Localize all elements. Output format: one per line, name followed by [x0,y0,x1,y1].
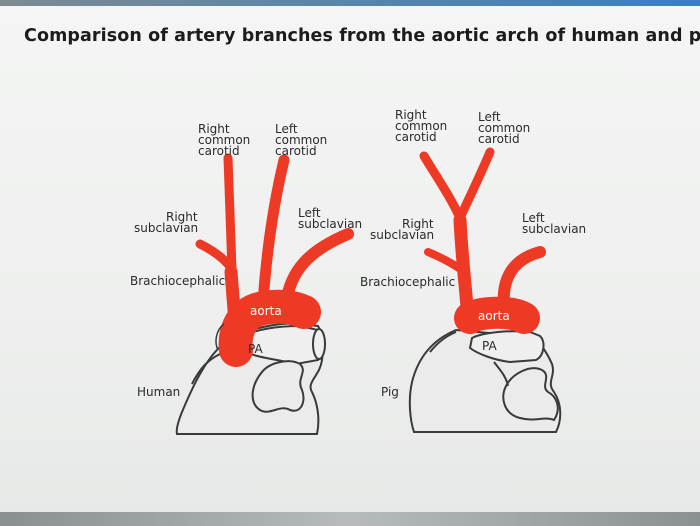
label-human-brachiocephalic: Brachiocephalic [130,274,225,288]
human-brachiocephalic [224,265,243,342]
pig-right-subclavian [424,248,466,274]
svg-text:carotid: carotid [198,144,240,158]
human-right-subclavian [195,239,236,273]
pig-right-common-carotid [419,151,465,223]
label-human-left-subclavian: Left subclavian [298,206,362,231]
human-right-common-carotid [223,153,237,275]
top-bar [0,0,700,8]
pig-brachiocephalic [453,213,475,327]
label-pig-species: Pig [381,385,399,399]
svg-text:Right: Right [198,122,230,136]
pig-left-subclavian [497,246,546,312]
pig-diagram: Right common carotid Left common carotid… [360,108,586,433]
svg-text:common: common [198,133,250,147]
svg-text:common: common [478,121,530,135]
svg-text:subclavian: subclavian [298,217,362,231]
label-pig-left-subclavian: Left subclavian [522,211,586,236]
svg-text:subclavian: subclavian [370,228,434,242]
svg-text:subclavian: subclavian [134,221,198,235]
svg-text:common: common [275,133,327,147]
svg-text:carotid: carotid [275,144,317,158]
svg-text:carotid: carotid [478,132,520,146]
svg-text:Right: Right [395,108,427,122]
label-human-right-subclavian: Right subclavian [134,210,198,235]
svg-text:Left: Left [522,211,545,225]
human-arteries [195,153,354,367]
svg-text:Right: Right [402,217,434,231]
svg-text:Left: Left [298,206,321,220]
human-left-common-carotid [257,154,290,308]
label-human-species: Human [137,385,180,399]
svg-text:Left: Left [275,122,298,136]
human-diagram: Right common carotid Left common carotid… [130,122,362,435]
slide [0,6,700,512]
label-pig-aorta: aorta [478,309,510,323]
pig-atrium [502,367,559,422]
svg-text:Right: Right [166,210,198,224]
label-pig-left-common-carotid: Left common carotid [478,110,530,146]
label-pig-brachiocephalic: Brachiocephalic [360,275,455,289]
human-left-subclavian [280,228,354,310]
pig-left-common-carotid [455,147,495,223]
label-human-left-common-carotid: Left common carotid [275,122,327,158]
svg-text:common: common [395,119,447,133]
label-pig-right-subclavian: Right subclavian [370,217,434,242]
bottom-bar [0,512,700,526]
human-atrium [251,360,305,413]
label-human-aorta: aorta [250,304,282,318]
svg-text:subclavian: subclavian [522,222,586,236]
svg-text:Left: Left [478,110,501,124]
label-pig-pa: PA [482,339,497,353]
pig-pulmonary-artery [468,330,545,364]
pig-arteries [419,147,546,334]
label-human-pa: PA [248,342,263,356]
svg-text:carotid: carotid [395,130,437,144]
page-title: Comparison of artery branches from the a… [24,26,700,46]
label-human-right-common-carotid: Right common carotid [198,122,250,158]
label-pig-right-common-carotid: Right common carotid [395,108,447,144]
